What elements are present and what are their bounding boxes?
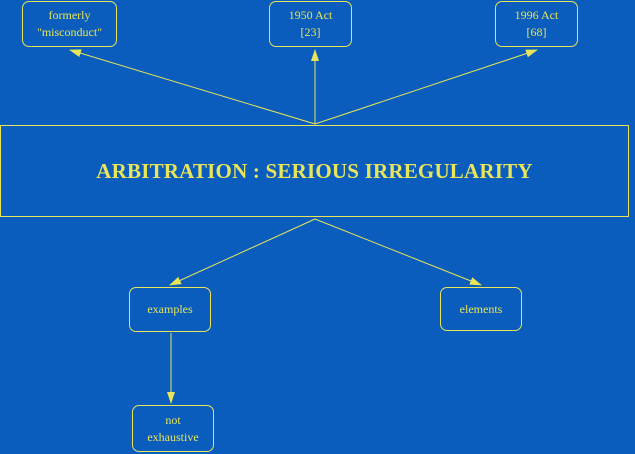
node-elements[interactable]: elements: [440, 287, 522, 331]
node-formerly-misconduct[interactable]: formerly "misconduct": [22, 1, 117, 47]
node-examples[interactable]: examples: [129, 287, 211, 332]
node-1950-act[interactable]: 1950 Act [23]: [269, 1, 352, 47]
node-text-line: not: [165, 412, 181, 427]
edge-central-to-formerly: [69, 49, 316, 125]
central-topic-node[interactable]: ARBITRATION : SERIOUS IRREGULARITY: [0, 125, 629, 217]
node-text-line: formerly: [48, 8, 91, 22]
node-text-line: examples: [147, 302, 193, 316]
node-text-line: [23]: [300, 25, 321, 39]
node-text-line: exhaustive: [147, 429, 199, 444]
node-text-line: "misconduct": [36, 25, 103, 39]
edge-central-to-examples: [169, 218, 316, 286]
node-text-line: 1950 Act: [288, 8, 333, 22]
edge-central-to-1996-act: [314, 49, 538, 125]
node-not-exhaustive[interactable]: not exhaustive: [132, 405, 214, 452]
node-1996-act[interactable]: 1996 Act [68]: [495, 1, 578, 47]
central-topic-label: ARBITRATION : SERIOUS IRREGULARITY: [96, 158, 533, 183]
node-text-line: [68]: [526, 25, 547, 39]
edge-central-to-elements: [314, 218, 482, 286]
node-text-line: elements: [459, 301, 503, 316]
node-text-line: 1996 Act: [514, 8, 559, 22]
